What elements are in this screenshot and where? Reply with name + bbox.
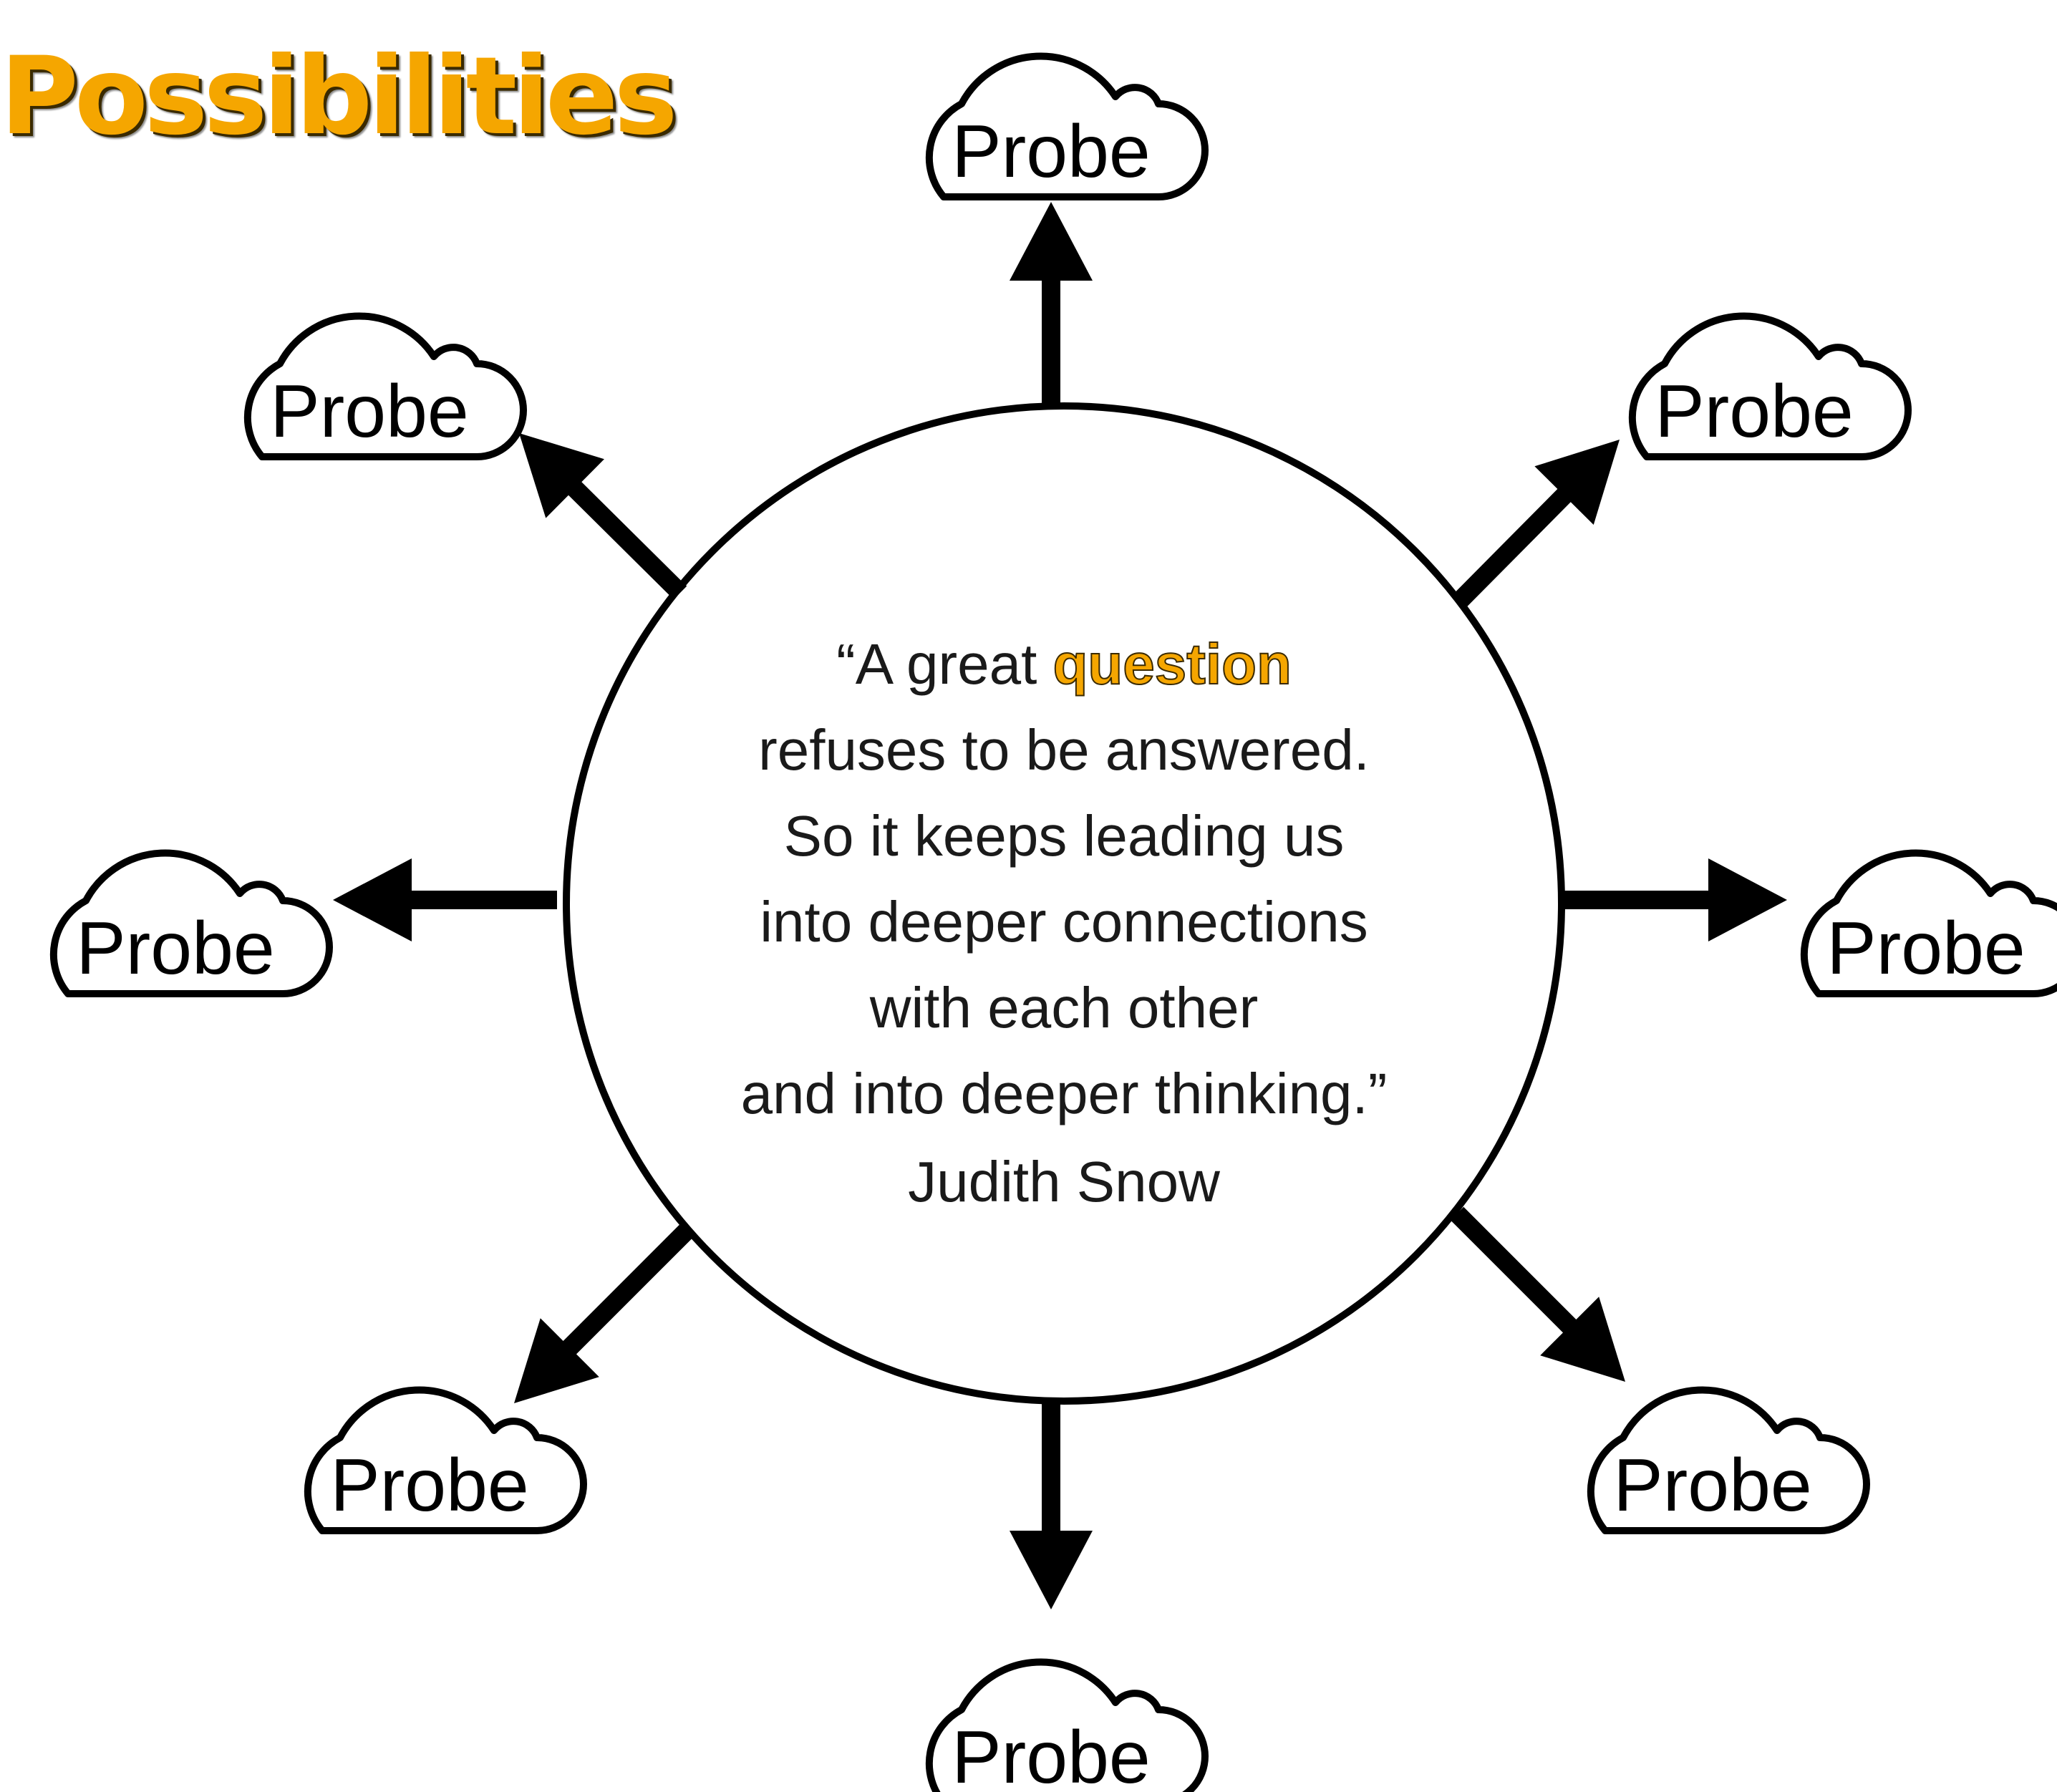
arrow-head bbox=[514, 1318, 599, 1403]
probe-cloud-bottom-left: Probe bbox=[308, 1390, 584, 1531]
probe-label: Probe bbox=[952, 1716, 1151, 1792]
center-circle bbox=[563, 402, 1565, 1405]
quote-author: Judith Snow bbox=[908, 1150, 1220, 1214]
probe-cloud-bottom-right: Probe bbox=[1591, 1390, 1867, 1531]
arrow-head bbox=[1708, 858, 1787, 941]
arrow-shaft bbox=[1452, 487, 1573, 609]
quote-line-1-prefix: “A great bbox=[836, 632, 1052, 696]
probe-cloud-bottom: Probe bbox=[929, 1662, 1205, 1792]
quote-line-6: and into deeper thinking.” bbox=[741, 1062, 1388, 1125]
probe-label: Probe bbox=[952, 110, 1151, 193]
arrow-head bbox=[333, 858, 412, 941]
probe-label: Probe bbox=[76, 907, 275, 990]
arrow-left bbox=[333, 858, 557, 941]
arrows-group bbox=[333, 202, 1787, 1609]
quote-line-1: “A great question bbox=[836, 632, 1292, 696]
probe-cloud-left: Probe bbox=[54, 853, 329, 994]
arrow-shaft bbox=[1450, 1206, 1579, 1335]
quote-line-5: with each other bbox=[869, 976, 1259, 1040]
probe-cloud-right: Probe bbox=[1804, 853, 2057, 994]
arrow-top bbox=[1010, 202, 1093, 408]
quote-block: “A great question refuses to be answered… bbox=[741, 631, 1388, 1214]
page-title: Possibilities bbox=[0, 34, 678, 159]
probe-label: Probe bbox=[1826, 907, 2025, 990]
quote-line-4: into deeper connections bbox=[760, 890, 1368, 954]
probe-cloud-top-right: Probe bbox=[1632, 316, 1908, 457]
quote-line-3: So it keeps leading us bbox=[784, 804, 1345, 868]
arrow-head bbox=[1010, 1531, 1093, 1609]
arrow-bottom bbox=[1010, 1402, 1093, 1609]
arrow-right bbox=[1564, 858, 1787, 941]
probe-label: Probe bbox=[270, 370, 469, 453]
probe-cloud-top: Probe bbox=[929, 57, 1205, 197]
probe-cloud-top-left: Probe bbox=[248, 316, 523, 457]
arrow-shaft bbox=[566, 480, 687, 600]
quote-highlight-word: question bbox=[1053, 632, 1292, 696]
arrow-shaft bbox=[561, 1224, 693, 1357]
probe-label: Probe bbox=[1613, 1444, 1812, 1527]
arrow-head bbox=[1010, 202, 1093, 281]
arrow-top-left bbox=[519, 433, 687, 600]
arrow-head bbox=[1540, 1297, 1625, 1382]
arrow-bottom-right bbox=[1450, 1206, 1625, 1382]
quote-line-2: refuses to be answered. bbox=[758, 718, 1370, 782]
probe-label: Probe bbox=[1655, 370, 1854, 453]
arrow-head bbox=[519, 433, 604, 518]
arrow-head bbox=[1534, 440, 1620, 525]
arrow-top-right bbox=[1452, 440, 1620, 609]
arrow-bottom-left bbox=[514, 1224, 693, 1403]
probe-label: Probe bbox=[330, 1444, 529, 1527]
